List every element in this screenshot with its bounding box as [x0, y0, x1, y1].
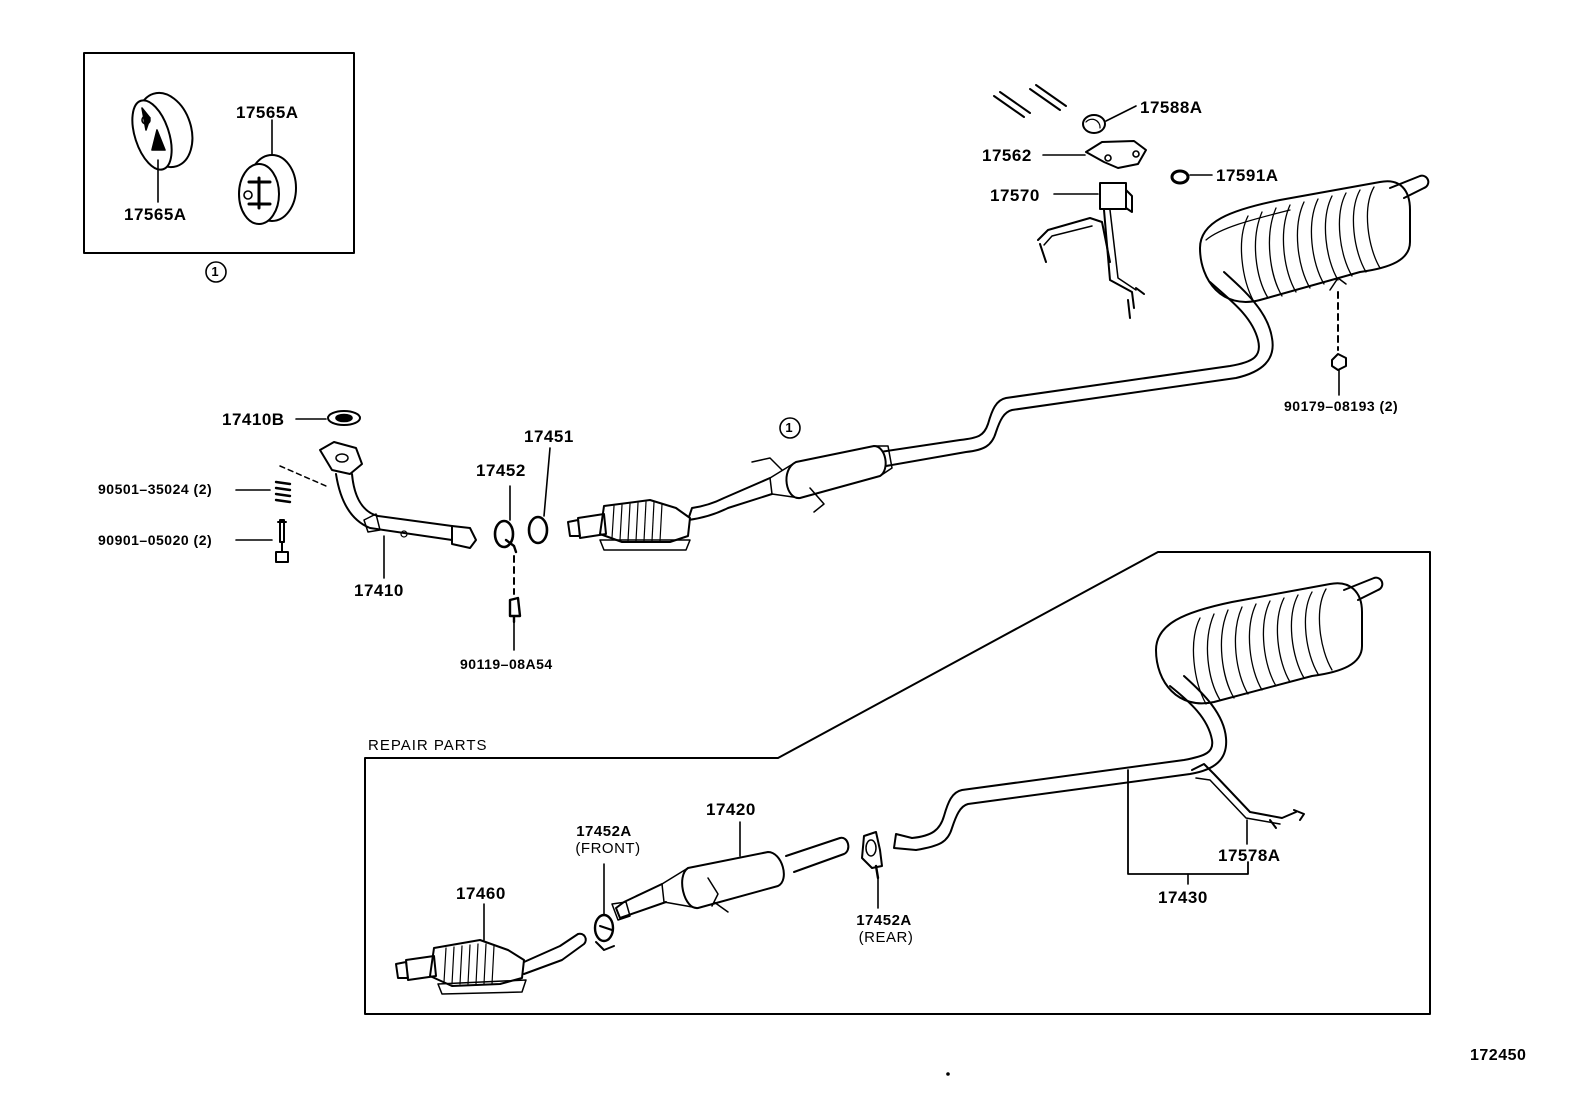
label-17452A-rear: 17452A	[856, 912, 912, 929]
label-17452A-front: 17452A	[576, 823, 632, 840]
leader-17588A	[1105, 105, 1137, 122]
label-17578A: 17578A	[1218, 846, 1281, 865]
center-pipe-upper	[817, 271, 1274, 467]
label-17452A-front-note: (FRONT)	[575, 840, 641, 857]
center-pipe-17420	[611, 836, 850, 921]
nut-17591A	[1170, 169, 1190, 185]
label-17588A: 17588A	[1140, 98, 1203, 117]
group-marker-inset: 1	[211, 264, 219, 279]
label-17451: 17451	[524, 427, 574, 446]
leader-17451	[543, 447, 551, 517]
front-pipe-17410	[319, 441, 477, 549]
gasket-ring-17452	[493, 519, 518, 554]
label-90179-08193: 90179–08193 (2)	[1284, 398, 1399, 414]
label-17565A-top: 17565A	[236, 103, 299, 122]
bracket-17570	[1037, 182, 1145, 319]
bracket-17562	[1085, 140, 1147, 169]
label-17565A-bottom: 17565A	[124, 205, 187, 224]
label-17430: 17430	[1158, 888, 1208, 907]
bolt-90119	[508, 596, 522, 624]
muffler-tailpipe-repair	[893, 576, 1384, 851]
spring-90501	[274, 480, 292, 504]
label-90901-05020: 90901–05020 (2)	[98, 532, 213, 548]
label-17570: 17570	[990, 186, 1040, 205]
rubber-hanger-right	[238, 154, 297, 225]
group-marker-upper: 1	[785, 420, 793, 435]
label-17410: 17410	[354, 581, 404, 600]
repair-parts-frame	[364, 551, 1431, 1015]
label-17591A: 17591A	[1216, 166, 1279, 185]
hanger-17578A	[1191, 763, 1305, 829]
cushion-17588A	[1082, 114, 1106, 134]
gasket-17452A-rear	[861, 831, 883, 880]
bolt-guide-dash	[279, 465, 327, 487]
gasket-17452A-front	[593, 913, 615, 951]
label-17410B: 17410B	[222, 410, 285, 429]
label-17460: 17460	[456, 884, 506, 903]
rubber-hanger-left	[131, 91, 194, 171]
bolt-90901	[275, 519, 289, 563]
group-marker-circle-inset	[205, 261, 227, 283]
catalytic-converter-upper	[567, 499, 691, 551]
gasket-17410B	[327, 410, 361, 426]
label-17452A-rear-note: (REAR)	[858, 929, 914, 946]
muffler-tailpipe-upper	[1199, 174, 1430, 351]
label-17562: 17562	[982, 146, 1032, 165]
hanger-inset-box	[83, 52, 355, 254]
repair-parts-title: REPAIR PARTS	[368, 737, 488, 754]
stray-dot	[946, 1072, 950, 1076]
label-90501-35024: 90501–35024 (2)	[98, 481, 213, 497]
figure-code: 172450	[1470, 1047, 1527, 1064]
label-90119-08A54: 90119–08A54	[460, 656, 553, 672]
floor-rods	[993, 84, 1067, 118]
sub-muffler-upper	[687, 445, 893, 521]
group-marker-circle-upper	[779, 417, 801, 439]
gasket-ring-17451	[527, 515, 549, 545]
label-17420: 17420	[706, 800, 756, 819]
catalytic-converter-repair	[395, 932, 587, 995]
nut-90179	[1331, 353, 1347, 371]
label-17452: 17452	[476, 461, 526, 480]
